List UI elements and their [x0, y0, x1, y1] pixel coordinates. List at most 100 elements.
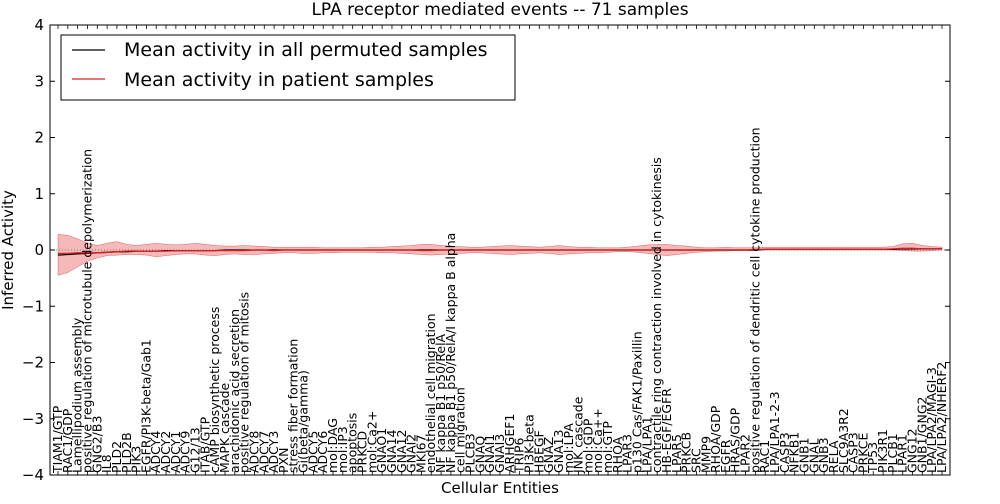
- category-label: GNB3: [816, 437, 831, 473]
- y-tick-label: 2: [34, 129, 44, 147]
- category-label: GNA12: [394, 430, 409, 474]
- category-label: TIAM1/GTP: [50, 405, 65, 474]
- category-label: PRKCE: [855, 433, 870, 473]
- category-label: contractile ring contraction involved in…: [649, 157, 664, 473]
- category-label: GNAI2: [404, 434, 419, 473]
- category-label: CASP3: [777, 432, 792, 473]
- category-label: CASP3: [846, 432, 861, 473]
- category-label: mol:GDP: [580, 418, 595, 473]
- category-label: GNAQ: [472, 436, 487, 473]
- category-label: ADCY3: [266, 431, 281, 473]
- category-label: PIK3: [129, 446, 144, 473]
- category-label: MAPK cascade: [217, 382, 232, 473]
- category-label: LPAR1: [895, 434, 910, 473]
- category-label: positive regulation of microtubule depol…: [80, 149, 95, 473]
- category-label: SLC9A3R2: [836, 408, 851, 473]
- category-label: HBEGF: [531, 430, 546, 473]
- category-label: Gi(beta/gamma): [296, 370, 311, 473]
- x-axis-label: Cellular Entities: [441, 479, 559, 497]
- category-label: stress fiber formation: [286, 339, 301, 473]
- category-label: PLCB3: [463, 433, 478, 473]
- category-label: RELA: [826, 440, 841, 473]
- category-label: mol:IP3: [335, 426, 350, 473]
- category-label: LPA/LPA2/MAGI-3: [924, 367, 939, 473]
- category-label: TRIP6: [512, 437, 527, 474]
- legend-label-permuted: Mean activity in all permuted samples: [124, 39, 487, 61]
- category-label: cell migration: [453, 387, 468, 473]
- category-label: RAC1: [757, 440, 772, 473]
- category-label: RHOA/GDP: [708, 405, 723, 473]
- category-label: GNA14: [384, 429, 399, 473]
- category-label: EGFR: [718, 439, 733, 473]
- category-label: cAMP biosynthetic process: [207, 307, 222, 473]
- category-label: IL8: [99, 454, 114, 473]
- category-label: NFKB1: [787, 432, 802, 473]
- y-tick-label: −2: [22, 354, 44, 372]
- category-label: GNB1: [797, 437, 812, 473]
- line-layer: [57, 247, 942, 256]
- category-label: NF kappa B1 p50/RelA: [433, 333, 448, 473]
- legend-label-patient: Mean activity in patient samples: [124, 69, 434, 91]
- category-label: GNAL: [806, 438, 821, 473]
- category-label: apoptosis: [345, 413, 360, 473]
- y-tick-label: 4: [34, 16, 44, 34]
- category-label: SRC: [688, 448, 703, 473]
- category-label: GNG12: [905, 428, 920, 473]
- category-label: arachidonic acid secretion: [227, 309, 242, 473]
- category-label: MMP9: [698, 436, 713, 473]
- category-label: positive regulation of dendritic cell cy…: [747, 127, 762, 473]
- category-label: ADCY6: [315, 431, 330, 473]
- category-label: endothelial cell migration: [423, 313, 438, 473]
- category-label: MKI67: [413, 434, 428, 473]
- category-label: ADCY4: [148, 431, 163, 473]
- legend-box: [60, 34, 516, 101]
- y-tick-label: −3: [22, 410, 44, 428]
- category-label: PXN: [276, 448, 291, 473]
- category-label: GNAI3: [492, 434, 507, 473]
- category-label: ADCY7: [256, 431, 271, 473]
- chart-title: LPA receptor mediated events -- 71 sampl…: [311, 0, 688, 20]
- category-label: mol:Ca2+: [364, 411, 379, 473]
- category-label: RHOA: [610, 436, 625, 473]
- category-label: LPAR5: [669, 434, 684, 473]
- category-label: ARHGEF1: [502, 414, 517, 473]
- category-label: GNA13: [551, 430, 566, 474]
- category-label: GNG2/B3: [89, 416, 104, 473]
- category-label: Lamellipodium assembly: [70, 317, 85, 473]
- category-label: HRAS/GDP: [728, 407, 743, 473]
- category-label: NF kappa B1 p50/RelA/I kappa B alpha: [443, 233, 458, 473]
- y-tick-label: 1: [34, 185, 44, 203]
- category-label: LPA/LPA2/NHERF2: [934, 362, 949, 473]
- category-label: ADCY9: [178, 431, 193, 473]
- category-label: LPA/LPA1: [639, 416, 654, 473]
- y-axis-label: Inferred Activity: [0, 190, 17, 310]
- category-label: LPAR2: [738, 434, 753, 473]
- y-tick-label: 0: [34, 241, 44, 259]
- y-tick-label: −4: [22, 466, 44, 484]
- category-label: LPA/LPA1-2-3: [767, 391, 782, 473]
- legend: Mean activity in all permuted samples Me…: [60, 34, 516, 101]
- category-label: LPAR3: [620, 434, 635, 473]
- category-label: GNB1/GNG2: [914, 397, 929, 473]
- category-label: GNAZ: [541, 437, 556, 473]
- category-label: PLCB1: [885, 433, 900, 473]
- series-line-patient: [58, 247, 942, 255]
- category-label: JNK cascade: [571, 396, 586, 474]
- category-label: PLD2B: [119, 432, 134, 473]
- category-label: PLD2: [109, 441, 124, 473]
- category-label: PRKCD: [355, 431, 370, 473]
- category-label: mol:Ca++: [590, 408, 605, 473]
- y-tick-label: 3: [34, 72, 44, 90]
- category-label: PIK3R1: [875, 429, 890, 473]
- category-label: p130 Cas/FAK1/Paxillin: [630, 331, 645, 473]
- category-label: ADCY2: [158, 431, 173, 473]
- category-label: mol:GTP: [600, 421, 615, 473]
- category-label: GNAO1: [374, 428, 389, 473]
- category-label: ADCY8: [246, 431, 261, 473]
- category-label: ITAB/GTP: [197, 416, 212, 473]
- category-label: mol:LPA: [561, 423, 576, 473]
